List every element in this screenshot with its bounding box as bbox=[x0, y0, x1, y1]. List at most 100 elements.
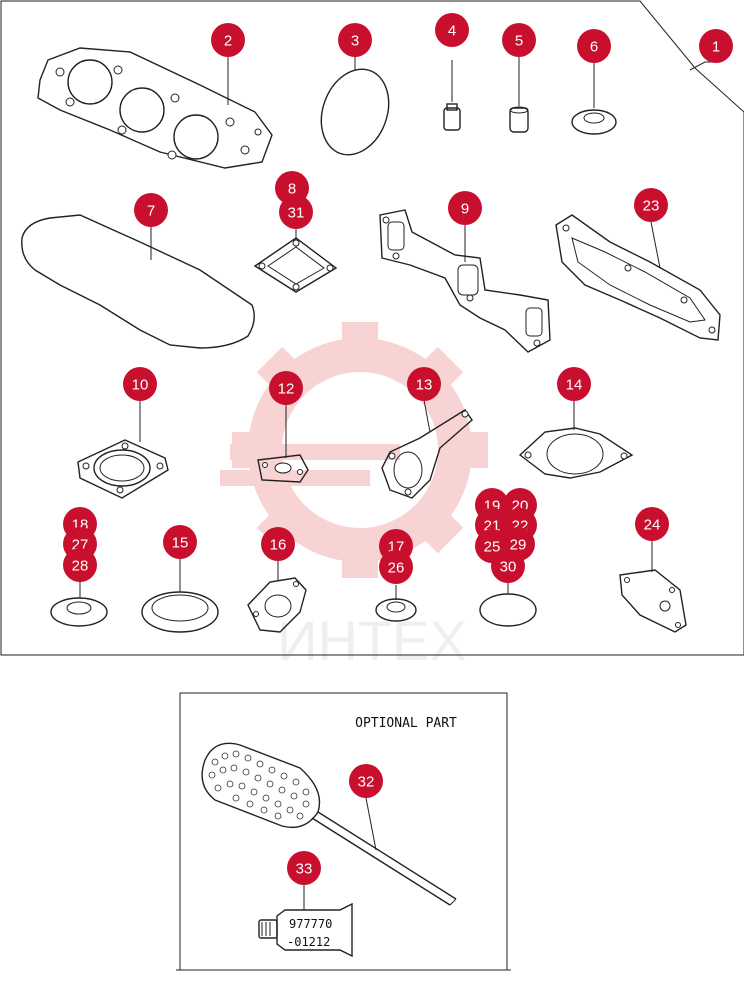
callout-12: 12 bbox=[269, 371, 303, 405]
optional-part-box: OPTIONAL PART bbox=[176, 692, 511, 971]
intake-manifold-gasket bbox=[555, 214, 721, 341]
callout-number: 5 bbox=[515, 33, 523, 50]
callout-badge bbox=[491, 549, 525, 583]
callout-number: 3 bbox=[351, 33, 359, 50]
callout-badge bbox=[163, 525, 197, 559]
sealant-tube: 977770 -01212 bbox=[258, 902, 353, 958]
callout-number: 12 bbox=[278, 381, 295, 398]
callout-badge bbox=[349, 764, 383, 798]
callout-number: 23 bbox=[643, 198, 660, 215]
cylinder-hone-brush bbox=[201, 742, 457, 906]
oval-gasket-12 bbox=[257, 454, 309, 483]
callout-14: 14 bbox=[557, 367, 591, 401]
callout-badge bbox=[261, 527, 295, 561]
washer-15 bbox=[141, 591, 219, 633]
callout-number: 32 bbox=[358, 774, 375, 791]
callout-31: 31 bbox=[279, 195, 313, 229]
callout-9: 9 bbox=[448, 191, 482, 225]
callout-badge bbox=[699, 29, 733, 63]
callout-16: 16 bbox=[261, 527, 295, 561]
callout-number: 16 bbox=[270, 537, 287, 554]
callout-number: 1 bbox=[712, 39, 720, 56]
callout-number: 9 bbox=[461, 201, 469, 218]
washer-28 bbox=[50, 597, 108, 627]
callout-badge bbox=[63, 548, 97, 582]
callout-badge bbox=[407, 367, 441, 401]
callout-number: 7 bbox=[147, 203, 155, 220]
callout-badge bbox=[502, 23, 536, 57]
flange-gasket-16 bbox=[247, 577, 307, 633]
tube-label-line1: 977770 bbox=[289, 917, 332, 931]
callout-23: 23 bbox=[634, 188, 668, 222]
callout-number: 15 bbox=[172, 535, 189, 552]
callout-28: 28 bbox=[63, 548, 97, 582]
main-frame bbox=[0, 0, 744, 656]
callout-badge bbox=[211, 23, 245, 57]
callout-13: 13 bbox=[407, 367, 441, 401]
callout-badge bbox=[557, 367, 591, 401]
callout-number: 33 bbox=[296, 861, 313, 878]
callout-number: 14 bbox=[566, 377, 583, 394]
callout-number: 2 bbox=[224, 33, 232, 50]
callout-number: 30 bbox=[500, 559, 517, 576]
o-ring-3 bbox=[320, 68, 390, 156]
callout-badge bbox=[279, 195, 313, 229]
callout-badge bbox=[435, 13, 469, 47]
callout-10: 10 bbox=[123, 367, 157, 401]
arm-gasket-13 bbox=[381, 409, 473, 499]
callout-number: 24 bbox=[644, 517, 661, 534]
o-ring-30 bbox=[479, 593, 537, 627]
washer-6 bbox=[571, 109, 617, 135]
callout-number: 10 bbox=[132, 377, 149, 394]
callout-badge bbox=[269, 371, 303, 405]
callout-badge bbox=[577, 29, 611, 63]
callout-number: 13 bbox=[416, 377, 433, 394]
cover-gasket-24 bbox=[619, 569, 687, 633]
callout-number: 31 bbox=[288, 205, 305, 222]
square-gasket-8 bbox=[253, 237, 338, 293]
valve-stem-seal bbox=[443, 103, 461, 131]
callout-7: 7 bbox=[134, 193, 168, 227]
flange-gasket-10 bbox=[77, 439, 169, 499]
callout-6: 6 bbox=[577, 29, 611, 63]
callout-number: 6 bbox=[590, 39, 598, 56]
leader-23 bbox=[650, 221, 661, 269]
callout-30: 30 bbox=[491, 549, 525, 583]
callout-badge bbox=[379, 550, 413, 584]
callout-24: 24 bbox=[635, 507, 669, 541]
callout-26: 26 bbox=[379, 550, 413, 584]
callout-badge bbox=[634, 188, 668, 222]
callout-3: 3 bbox=[338, 23, 372, 57]
watermark: ИНТЕХ bbox=[220, 322, 488, 672]
leader-32 bbox=[365, 797, 377, 851]
callout-2: 2 bbox=[211, 23, 245, 57]
cylinder-head-gasket bbox=[37, 47, 273, 169]
callout-badge bbox=[635, 507, 669, 541]
watermark-text: ИНТЕХ bbox=[277, 609, 467, 672]
optional-part-title: OPTIONAL PART bbox=[355, 716, 457, 731]
callout-badge bbox=[448, 191, 482, 225]
callout-15: 15 bbox=[163, 525, 197, 559]
lens-gasket-14 bbox=[518, 427, 634, 479]
callout-badge bbox=[338, 23, 372, 57]
tube-label-line2: -01212 bbox=[287, 935, 330, 949]
leader-13 bbox=[423, 399, 431, 433]
callout-number: 4 bbox=[448, 23, 456, 40]
bush-5 bbox=[509, 106, 529, 133]
callout-32: 32 bbox=[349, 764, 383, 798]
callout-badge bbox=[123, 367, 157, 401]
callout-33: 33 bbox=[287, 851, 321, 885]
callout-1: 1 bbox=[699, 29, 733, 63]
callout-number: 29 bbox=[510, 537, 527, 554]
callout-number: 25 bbox=[484, 539, 501, 556]
oil-pan-gasket bbox=[21, 214, 255, 349]
callout-number: 8 bbox=[288, 181, 296, 198]
exhaust-manifold-gasket bbox=[379, 209, 551, 353]
callout-5: 5 bbox=[502, 23, 536, 57]
callout-badge bbox=[134, 193, 168, 227]
callout-number: 26 bbox=[388, 560, 405, 577]
callout-number: 28 bbox=[72, 558, 89, 575]
callout-4: 4 bbox=[435, 13, 469, 47]
